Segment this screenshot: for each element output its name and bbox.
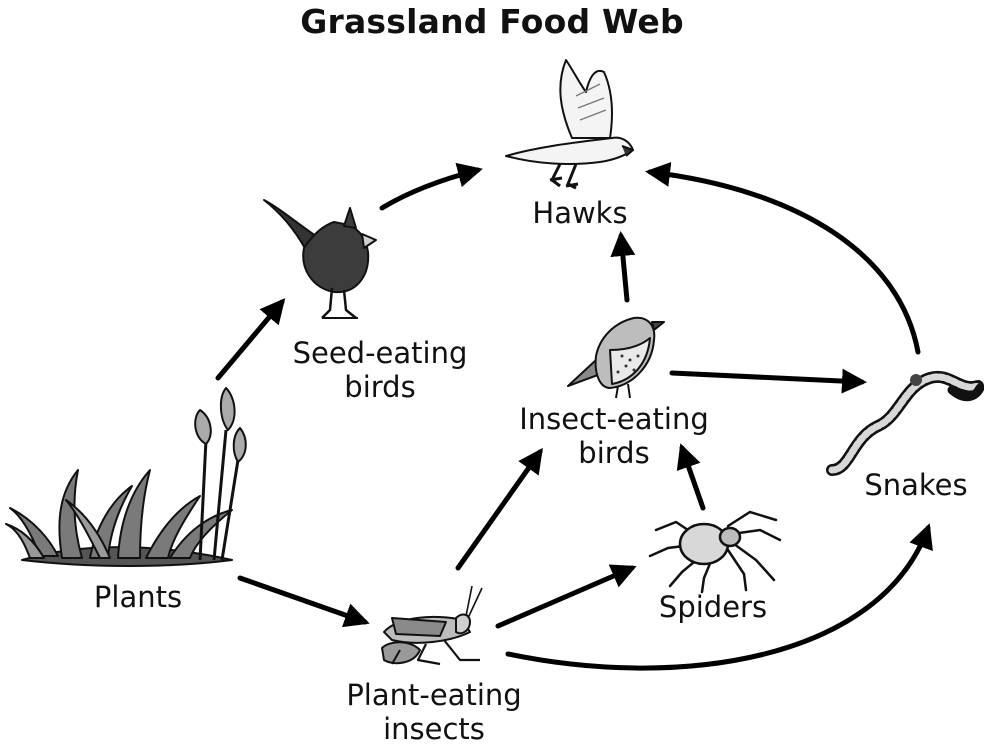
label-snakes: Snakes: [848, 468, 984, 502]
label-plants: Plants: [70, 580, 206, 614]
label-insect-eating-birds-line1: Insect-eating: [494, 402, 734, 436]
arrow-insect-birds-to-hawks: [621, 236, 627, 300]
label-seed-eating-birds-line2: birds: [270, 370, 490, 404]
grass-icon: [6, 388, 246, 566]
label-plant-eating-insects-line2: insects: [318, 712, 550, 746]
label-hawks-line1: Hawks: [510, 196, 650, 230]
label-insect-eating-birds: Insect-eating birds: [494, 402, 734, 470]
arrow-insects-to-spiders: [498, 568, 632, 626]
arrow-insect-birds-to-snakes: [672, 373, 862, 382]
label-insect-eating-birds-line2: birds: [494, 436, 734, 470]
label-spiders: Spiders: [640, 590, 786, 624]
label-seed-eating-birds: Seed-eating birds: [270, 336, 490, 404]
arrow-snakes-to-hawks: [650, 172, 918, 352]
label-plant-eating-insects: Plant-eating insects: [318, 678, 550, 746]
arrow-seed-birds-to-hawks: [382, 170, 478, 208]
label-plant-eating-insects-line1: Plant-eating: [318, 678, 550, 712]
label-snakes-line1: Snakes: [848, 468, 984, 502]
label-hawks: Hawks: [510, 196, 650, 230]
label-spiders-line1: Spiders: [640, 590, 786, 624]
arrow-plants-to-plant-insects: [240, 578, 365, 622]
hawk-icon: [506, 60, 633, 188]
spider-icon: [650, 512, 780, 592]
snake-icon: [832, 374, 980, 470]
thrush-icon: [568, 318, 664, 398]
label-plants-line1: Plants: [70, 580, 206, 614]
grasshopper-icon: [382, 586, 482, 664]
label-seed-eating-birds-line1: Seed-eating: [270, 336, 490, 370]
